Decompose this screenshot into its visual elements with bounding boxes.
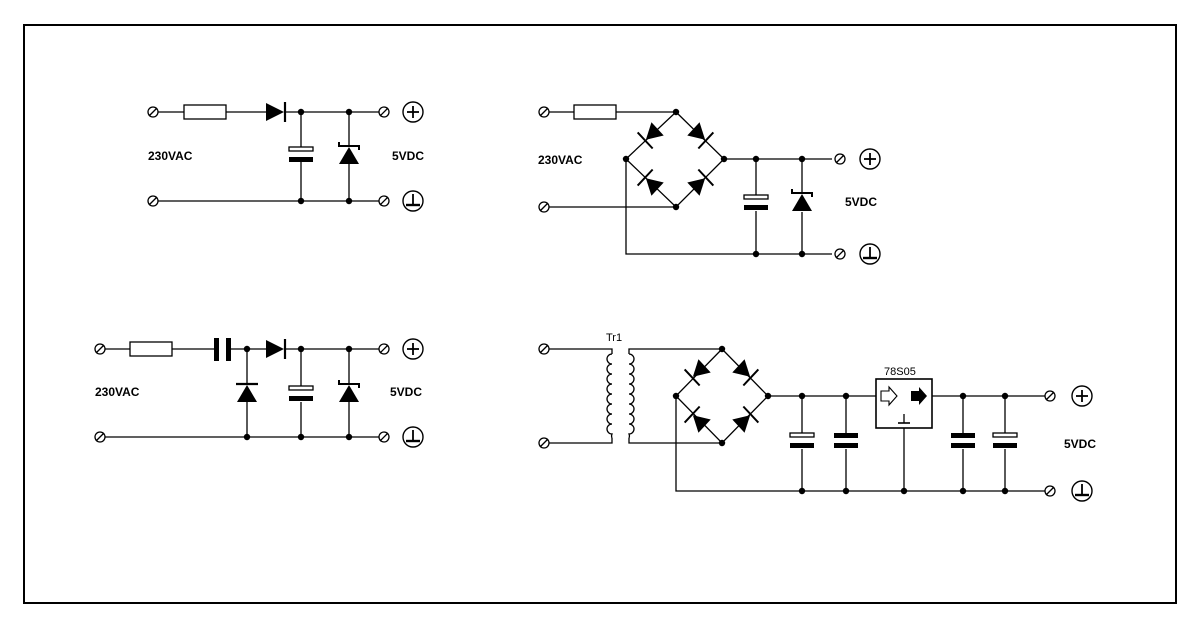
input-voltage-label: 230VAC <box>95 385 140 399</box>
zener-diode <box>338 141 360 165</box>
input-terminal <box>538 343 550 355</box>
rectifier-diode <box>264 337 287 361</box>
ground-icon <box>401 189 425 213</box>
electrolytic-capacitor <box>743 194 769 211</box>
junction <box>243 345 251 353</box>
junction <box>798 155 806 163</box>
input-terminal <box>94 343 106 355</box>
junction <box>798 487 806 495</box>
input-terminal <box>538 437 550 449</box>
junction <box>764 392 772 400</box>
plus-icon <box>402 338 424 360</box>
junction <box>297 108 305 116</box>
electrolytic-capacitor <box>789 432 815 449</box>
junction <box>345 345 353 353</box>
transformer-label: Tr1 <box>606 332 622 344</box>
ceramic-capacitor <box>834 433 858 448</box>
junction <box>752 155 760 163</box>
ground-icon <box>401 425 425 449</box>
junction <box>1001 392 1009 400</box>
junction <box>622 155 630 163</box>
junction <box>959 392 967 400</box>
junction <box>345 433 353 441</box>
output-terminal <box>378 431 390 443</box>
junction <box>842 487 850 495</box>
output-terminal <box>378 343 390 355</box>
circuit-transformer-regulator <box>548 348 1046 492</box>
junction <box>672 203 680 211</box>
electrolytic-capacitor <box>288 146 314 163</box>
bridge-diode <box>683 405 714 436</box>
junction <box>798 250 806 258</box>
drawing-border <box>23 24 1177 604</box>
voltage-regulator <box>875 378 933 429</box>
junction <box>345 197 353 205</box>
zener-diode <box>791 188 813 212</box>
junction <box>243 433 251 441</box>
junction <box>672 108 680 116</box>
junction <box>1001 487 1009 495</box>
input-terminal <box>94 431 106 443</box>
ground-icon <box>1070 479 1094 503</box>
resistor <box>129 341 173 357</box>
output-terminal <box>1044 485 1056 497</box>
electrolytic-capacitor <box>288 385 314 402</box>
output-terminal <box>1044 390 1056 402</box>
plus-icon <box>402 101 424 123</box>
shunt-diode <box>234 382 260 404</box>
output-voltage-label: 5VDC <box>390 385 422 399</box>
input-terminal <box>538 201 550 213</box>
transformer <box>606 353 635 439</box>
output-terminal <box>834 153 846 165</box>
junction <box>900 487 908 495</box>
input-terminal <box>147 106 159 118</box>
input-voltage-label: 230VAC <box>538 153 583 167</box>
bridge-diode <box>683 356 714 387</box>
input-voltage-label: 230VAC <box>148 149 193 163</box>
junction <box>297 433 305 441</box>
junction <box>297 197 305 205</box>
rectifier-diode <box>264 100 287 124</box>
output-voltage-label: 5VDC <box>392 149 424 163</box>
input-terminal <box>538 106 550 118</box>
junction <box>752 250 760 258</box>
junction <box>297 345 305 353</box>
output-terminal <box>834 248 846 260</box>
ground-icon <box>858 242 882 266</box>
circuit-capacitive-dropper <box>104 348 380 438</box>
output-voltage-label: 5VDC <box>845 195 877 209</box>
plus-icon <box>1071 385 1093 407</box>
output-terminal <box>378 106 390 118</box>
junction <box>959 487 967 495</box>
input-terminal <box>147 195 159 207</box>
electrolytic-capacitor <box>992 432 1018 449</box>
ceramic-capacitor <box>951 433 975 448</box>
output-voltage-label: 5VDC <box>1064 437 1096 451</box>
junction <box>718 345 726 353</box>
junction <box>345 108 353 116</box>
junction <box>798 392 806 400</box>
plus-icon <box>859 148 881 170</box>
series-capacitor <box>214 338 231 361</box>
circuit-resistor-diode-zener <box>157 111 380 202</box>
junction <box>672 392 680 400</box>
junction <box>720 155 728 163</box>
resistor <box>183 104 227 120</box>
resistor <box>573 104 617 120</box>
zener-diode <box>338 379 360 403</box>
regulator-label: 78S05 <box>884 366 916 378</box>
output-terminal <box>378 195 390 207</box>
junction <box>718 439 726 447</box>
junction <box>842 392 850 400</box>
